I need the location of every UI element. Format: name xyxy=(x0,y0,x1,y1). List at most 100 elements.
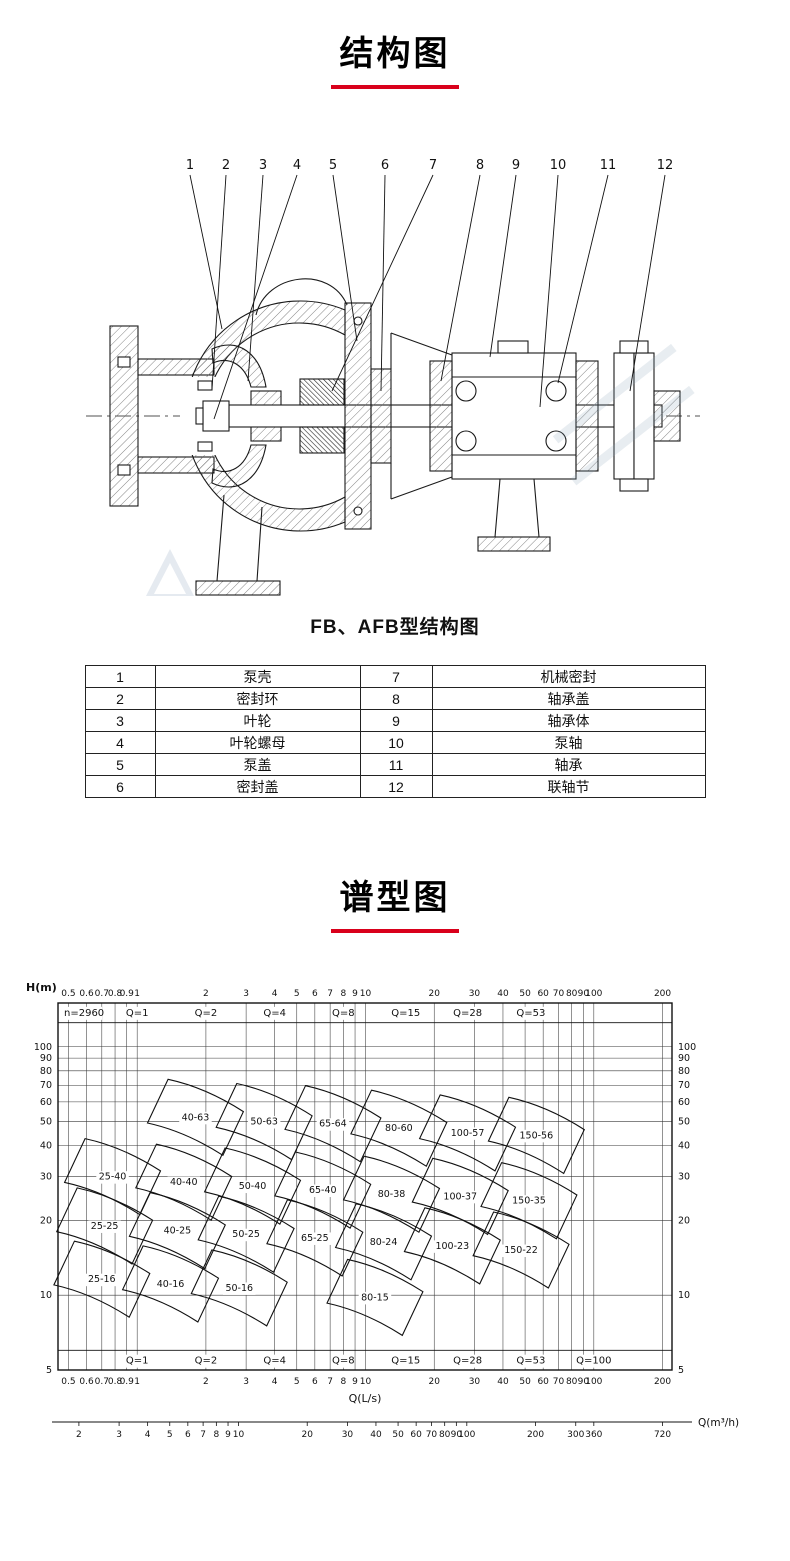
m3h-tick-label: 720 xyxy=(654,1430,671,1440)
part-number-cell: 9 xyxy=(359,709,433,732)
x-tick-bottom: 0.5 xyxy=(61,1377,75,1387)
suction-flange xyxy=(109,325,215,507)
x-tick-bottom: 6 xyxy=(312,1377,318,1387)
x-tick-bottom: 30 xyxy=(469,1377,481,1387)
chart-label-bg xyxy=(247,1116,281,1129)
y-axis-title: H(m) xyxy=(26,981,57,994)
chart-label-bg xyxy=(382,1122,416,1136)
chart-label-bg xyxy=(358,1291,392,1305)
x-tick-bottom: 4 xyxy=(272,1377,278,1387)
x-tick-bottom: 0.9 xyxy=(120,1377,135,1387)
x-tick-top: 0.6 xyxy=(79,989,94,999)
bearing xyxy=(455,380,567,452)
m3h-tick-label: 20 xyxy=(301,1430,313,1440)
callout-number: 9 xyxy=(512,158,520,173)
chart-border xyxy=(57,1002,673,1371)
m3h-tick-label: 10 xyxy=(233,1430,245,1440)
x-tick-top: 0.5 xyxy=(61,989,75,999)
y-tick-right: 40 xyxy=(678,1141,690,1152)
y-tick-right: 90 xyxy=(678,1053,690,1064)
chart-label-bg xyxy=(126,1354,149,1368)
x-tick-top: 80 xyxy=(566,989,578,999)
chart-label-bg xyxy=(576,1354,611,1368)
y-tick-right: 10 xyxy=(678,1290,690,1301)
y-tick-left: 20 xyxy=(40,1215,52,1226)
impeller-nut xyxy=(202,400,230,432)
chart-label-bg xyxy=(194,1006,217,1020)
chart-label-bg xyxy=(154,1278,187,1291)
part-number-cell: 3 xyxy=(84,709,156,732)
part-number-cell: 12 xyxy=(359,775,433,798)
m3h-tick-label: 6 xyxy=(185,1430,191,1440)
model-label: 100-57 xyxy=(451,1128,485,1139)
m3h-tick-label: 70 xyxy=(426,1430,438,1440)
x-tick-bottom: 10 xyxy=(360,1377,372,1387)
x-tick-top: 10 xyxy=(360,989,372,999)
y-tick-left: 70 xyxy=(40,1080,52,1091)
coupling xyxy=(613,340,681,492)
leader-line xyxy=(489,174,517,358)
model-label: 65-25 xyxy=(301,1233,329,1244)
flow-label-bottom: Q=28 xyxy=(453,1356,482,1367)
m3h-tick-label: 30 xyxy=(342,1430,354,1440)
flow-label-bottom: Q=1 xyxy=(126,1356,149,1367)
callout-number: 1 xyxy=(186,158,194,173)
leader-line xyxy=(629,174,666,392)
seal-ring xyxy=(197,441,213,452)
leader-line xyxy=(332,174,358,342)
m3h-tick-label: 8 xyxy=(213,1430,219,1440)
y-tick-right: 80 xyxy=(678,1066,690,1077)
part-name-cell: 密封环 xyxy=(154,687,361,710)
x-tick-bottom: 20 xyxy=(429,1377,441,1387)
callout-number: 8 xyxy=(476,158,484,173)
model-label: 150-35 xyxy=(512,1196,546,1207)
part-name-cell: 机械密封 xyxy=(431,665,706,688)
x-tick-top: 50 xyxy=(519,989,531,999)
m3h-tick-label: 5 xyxy=(167,1430,173,1440)
chart-label-bg xyxy=(509,1195,549,1208)
model-label: 150-22 xyxy=(504,1245,538,1256)
model-label: 50-40 xyxy=(239,1181,267,1192)
m3h-tick-label: 60 xyxy=(410,1430,422,1440)
y-tick-right: 30 xyxy=(678,1172,690,1183)
model-region xyxy=(418,1094,517,1172)
model-region xyxy=(128,1191,227,1270)
x-tick-bottom: 9 xyxy=(352,1377,358,1387)
part-number-cell: 11 xyxy=(359,753,433,776)
model-region xyxy=(121,1245,220,1323)
bearing-body xyxy=(390,332,577,552)
x-tick-top: 0.8 xyxy=(108,989,123,999)
model-label: 25-40 xyxy=(99,1172,127,1183)
model-label: 150-56 xyxy=(519,1130,553,1141)
x-tick-bottom: 80 xyxy=(566,1377,578,1387)
callout-number: 2 xyxy=(222,158,230,173)
m3h-tick-label: 200 xyxy=(527,1430,544,1440)
x-tick-top: 200 xyxy=(654,989,671,999)
chart-label-bg xyxy=(433,1240,472,1253)
model-label: 40-40 xyxy=(170,1177,198,1188)
part-name-cell: 轴承盖 xyxy=(431,687,706,710)
flow-label-bottom: Q=15 xyxy=(391,1356,420,1367)
x-tick-top: 1 xyxy=(134,989,140,999)
model-region xyxy=(350,1089,448,1168)
part-number-cell: 7 xyxy=(359,665,433,688)
chart-label-bg xyxy=(298,1232,332,1245)
x-tick-top: 90 xyxy=(578,989,590,999)
part-name-cell: 密封盖 xyxy=(154,775,361,798)
chart-label-bg xyxy=(516,1006,545,1020)
x-tick-bottom: 100 xyxy=(585,1377,602,1387)
chart-label-bg xyxy=(194,1354,217,1368)
x-tick-bottom: 1 xyxy=(134,1377,140,1387)
flow-label-top: Q=8 xyxy=(332,1008,355,1019)
flow-label-top: Q=28 xyxy=(453,1008,482,1019)
chart-label-bg xyxy=(501,1244,541,1258)
x-tick-top: 5 xyxy=(294,989,300,999)
chart-label-bg xyxy=(167,1176,201,1190)
chart-label-bg xyxy=(263,1006,286,1020)
part-number-cell: 2 xyxy=(84,687,156,710)
chart-label-bg xyxy=(516,1354,545,1368)
